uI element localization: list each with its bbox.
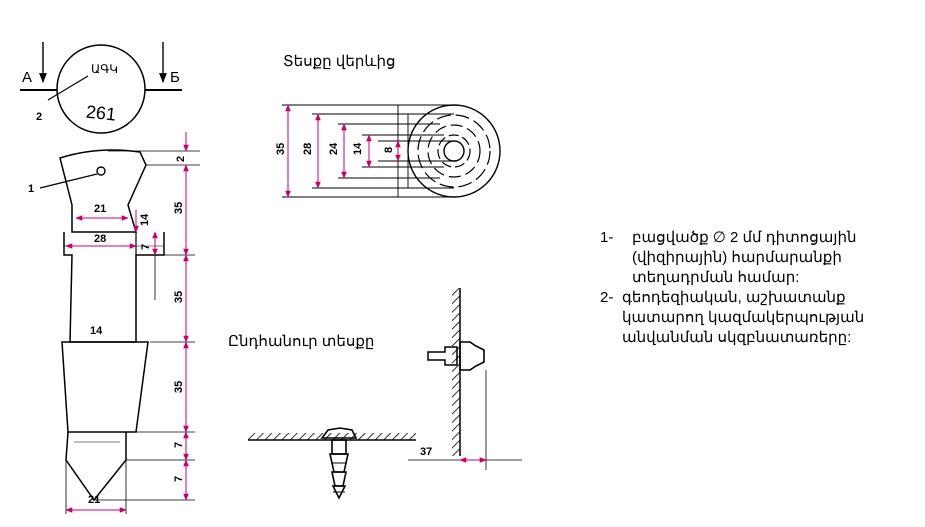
dim-2: 2 (175, 156, 187, 162)
callout-2-label: 2 (36, 111, 42, 123)
section-b-label: Б (170, 69, 180, 86)
dim-14-b: 14 (90, 325, 103, 337)
section-a-label: А (22, 69, 32, 86)
general-view-title: Ընդհանուր տեսքը (228, 333, 374, 350)
wall-dim-37: 37 (420, 446, 432, 458)
note-2-number: 2- (600, 289, 614, 306)
top-dim-24: 24 (328, 142, 340, 155)
dim-35-b: 35 (173, 291, 185, 303)
wall-hatch (452, 288, 460, 456)
dim-14-a: 14 (139, 213, 151, 226)
ground-hatch (248, 433, 416, 440)
marker-number: 261 (85, 102, 117, 125)
marker-side-profile: 1 (28, 132, 200, 514)
ground-marker-head (320, 427, 358, 439)
top-view: Տեսքը վերևից 35 28 (275, 53, 501, 198)
wall-marker-shaft (427, 346, 458, 366)
callout-1-leader (39, 173, 98, 189)
notes-list: 1- բացվածք ∅ 2 մմ դիտոցային (վիզիրային) … (600, 228, 920, 348)
dim-35-a: 35 (173, 202, 185, 214)
marker-code: ԱԳԿ (91, 62, 118, 76)
callout-2-leader (47, 75, 89, 101)
dim-7-c: 7 (173, 476, 185, 482)
dim-28-a: 28 (94, 233, 106, 245)
dim-35-c: 35 (173, 381, 185, 393)
dim-21-a: 21 (94, 203, 106, 215)
note-2-text: գեոդեզիական, աշխատանք կատարող կազմակերպո… (622, 289, 865, 346)
wall-marker-head (459, 341, 485, 371)
top-dim-35: 35 (275, 143, 287, 155)
callout-1-label: 1 (28, 183, 34, 195)
top-dim-14: 14 (352, 142, 364, 155)
sighting-hole (96, 166, 106, 176)
note-1: 1- բացվածք ∅ 2 մմ դիտոցային (վիզիրային) … (600, 228, 920, 288)
dim-21-b: 21 (88, 494, 100, 506)
general-view: Ընդհանուր տեսքը 37 (228, 288, 522, 500)
marker-top-view: ԱԳԿ 261 2 А Б (20, 42, 182, 134)
note-2: 2- գեոդեզիական, աշխատանք կատարող կազմակե… (600, 288, 920, 348)
note-1-number: 1- (600, 229, 614, 246)
dim-7-a: 7 (140, 244, 152, 250)
top-view-title: Տեսքը վերևից (283, 53, 396, 70)
top-dim-28: 28 (302, 143, 314, 155)
dim-7-b: 7 (173, 442, 185, 448)
note-1-text: բացվածք ∅ 2 մմ դիտոցային (վիզիրային) հար… (632, 229, 857, 286)
top-dim-8: 8 (383, 147, 395, 153)
